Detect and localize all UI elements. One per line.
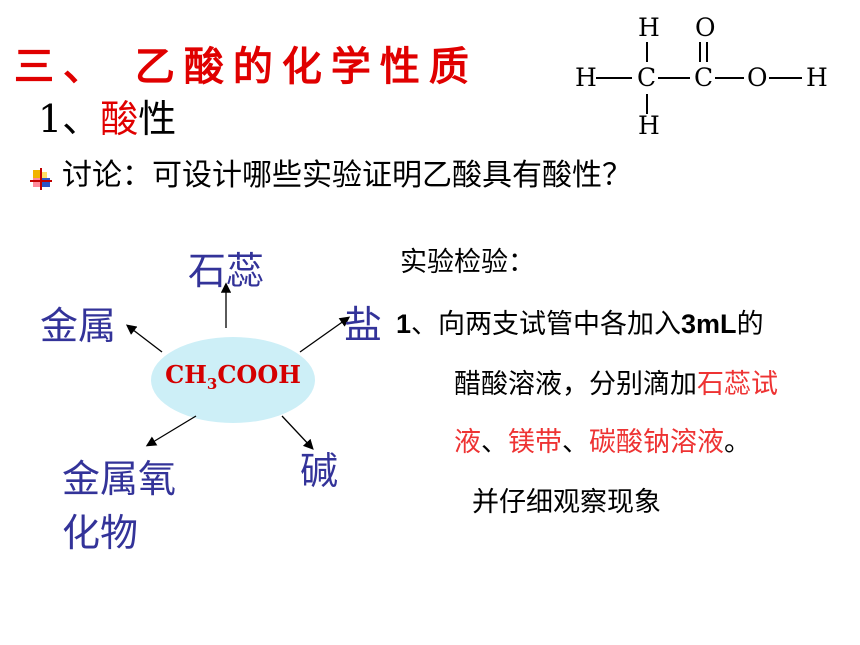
separator-1: 、 — [481, 427, 508, 458]
volume-amount: 3mL — [681, 309, 737, 339]
reagent-litmus: 石蕊试 — [697, 369, 778, 400]
node-litmus: 石蕊 — [188, 249, 265, 293]
formula-atom-o-top: O — [695, 13, 716, 42]
formula-atom-h-top: H — [638, 13, 660, 42]
acetic-acid-structure: H O H C C O H H — [575, 13, 828, 138]
reagent-sodium-carbonate: 碳酸钠溶液 — [589, 427, 724, 458]
bullet-icon — [30, 163, 52, 190]
section-title: 三、 乙酸的化学性质 — [14, 44, 478, 90]
subsection-title: 1、酸性 — [38, 88, 176, 143]
experiment-line-1: 1、向两支试管中各加入3mL的 — [396, 302, 764, 341]
line3-period: 。 — [724, 427, 751, 458]
center-ellipse — [151, 337, 315, 423]
formula-ch: CH — [165, 360, 207, 389]
line1-text: 向两支试管中各加入 — [438, 309, 682, 340]
experiment-line-3: 液、镁带、碳酸钠溶液。 — [454, 420, 751, 459]
experiment-heading: 实验检验： — [400, 247, 535, 278]
line1-end: 的 — [736, 309, 764, 340]
discussion-item: 讨论：可设计哪些实验证明乙酸具有酸性？ — [30, 150, 632, 194]
separator-2: 、 — [562, 427, 589, 458]
subsection-rest: 性 — [138, 97, 177, 141]
formula-atom-c1: C — [637, 63, 656, 92]
subsection-highlight: 酸 — [100, 97, 139, 141]
formula-atom-h-bottom: H — [638, 111, 660, 138]
node-metal-oxide-line2: 化物 — [62, 511, 139, 555]
acetic-acid-formula: CH3COOH — [153, 360, 313, 393]
arrow-to-oxide — [145, 415, 197, 447]
arrow-to-base — [281, 415, 314, 450]
step-number: 1 — [396, 309, 412, 339]
arrow-to-metal — [125, 324, 163, 353]
step-separator: 、 — [411, 309, 439, 340]
discussion-text: 讨论：可设计哪些实验证明乙酸具有酸性？ — [62, 158, 632, 193]
node-metal: 金属 — [40, 304, 117, 348]
reagent-litmus-end: 液 — [454, 427, 481, 458]
subsection-number: 1、 — [38, 97, 101, 141]
experiment-line-2: 醋酸溶液，分别滴加石蕊试 — [454, 362, 778, 401]
reaction-diagram — [125, 282, 351, 450]
formula-atom-h-right: H — [806, 63, 828, 92]
experiment-line-4: 并仔细观察现象 — [472, 487, 661, 518]
formula-atom-h-left: H — [575, 63, 597, 92]
node-base: 碱 — [300, 449, 339, 493]
node-salt: 盐 — [344, 303, 383, 347]
formula-cooh: COOH — [217, 360, 301, 389]
formula-subscript: 3 — [206, 374, 218, 393]
node-metal-oxide-line1: 金属氧 — [62, 457, 177, 501]
arrow-to-salt — [299, 316, 351, 353]
reagent-magnesium: 镁带 — [508, 427, 562, 458]
formula-atom-c2: C — [694, 63, 713, 92]
formula-atom-o: O — [747, 63, 768, 92]
line2-text: 醋酸溶液，分别滴加 — [454, 369, 697, 400]
